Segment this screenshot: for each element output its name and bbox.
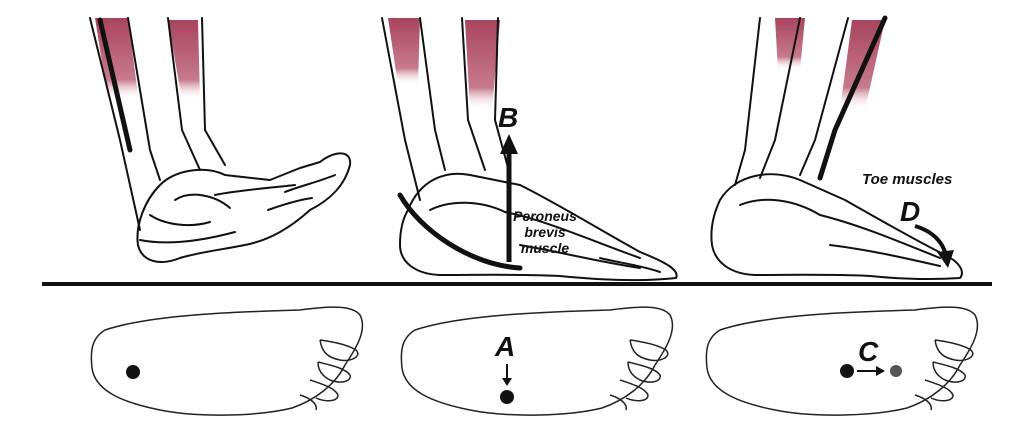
label-toe-muscles: Toe muscles (862, 171, 953, 188)
label-c: C (858, 336, 879, 367)
label-d: D (900, 196, 921, 227)
label-peroneus: Peroneus brevis muscle (510, 208, 580, 256)
force-arrow-d (914, 224, 954, 268)
foot-side-view-left (89, 17, 352, 263)
shift-arrow-c (857, 366, 885, 376)
force-arrow-b (500, 134, 518, 262)
shift-arrow-a (502, 364, 512, 386)
label-a: A (495, 331, 516, 362)
muscle-shading (465, 20, 500, 110)
footprint-right (705, 306, 979, 416)
label-peroneus-line1: Peroneus (513, 208, 577, 224)
label-peroneus-line2: brevis (524, 224, 566, 240)
footprint-middle (400, 306, 674, 416)
foot-side-view-right (710, 15, 963, 281)
muscle-shading (168, 20, 200, 100)
footprint-left (90, 306, 364, 416)
muscle-shading (388, 18, 420, 85)
label-peroneus-line3: muscle (520, 240, 570, 256)
center-of-pressure-dot (126, 365, 140, 379)
shifted-pressure-dot (890, 365, 902, 377)
foot-side-view-middle (381, 17, 678, 282)
label-b: B (498, 102, 519, 133)
center-of-pressure-dot (840, 364, 854, 378)
center-of-pressure-dot (500, 390, 514, 404)
